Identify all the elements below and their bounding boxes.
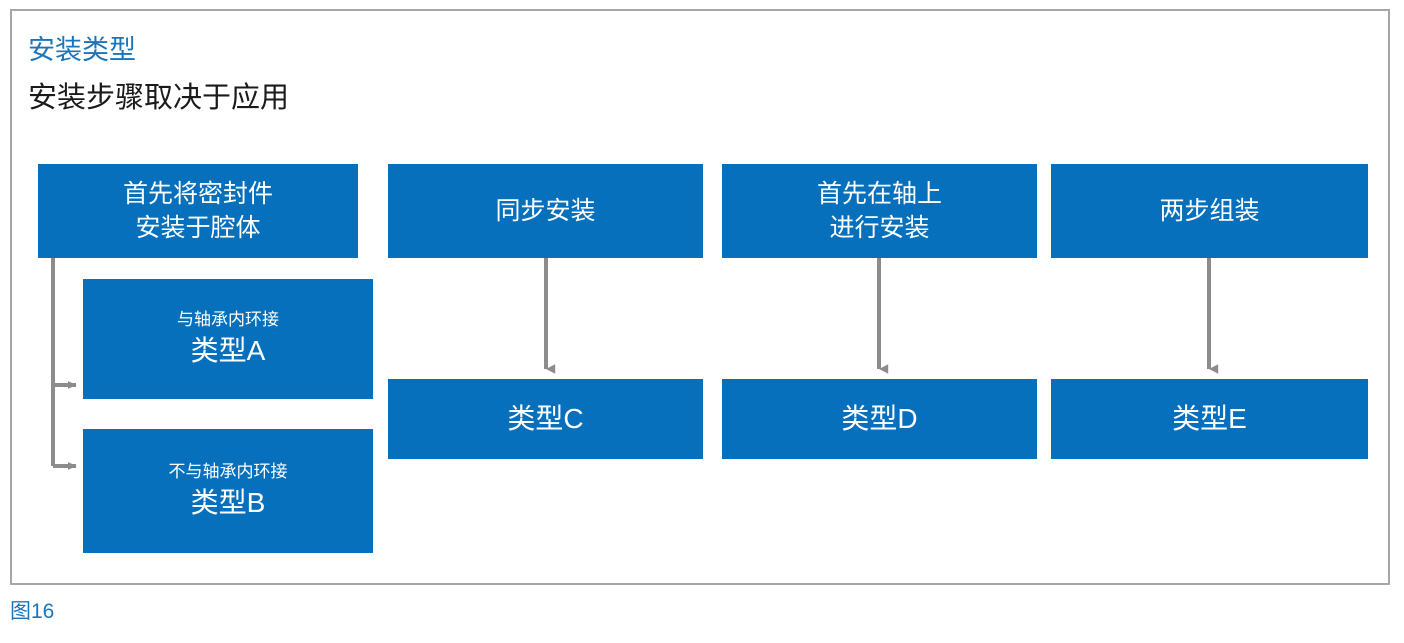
box-seal-first-line-1: 首先将密封件 [122, 180, 273, 208]
box-seal-first-line-2: 安装于腔体 [135, 214, 261, 242]
box-type-c[interactable]: 类型C [388, 379, 703, 459]
box-type-a-sub: 与轴承内环接 [177, 310, 279, 329]
box-type-d-label: 类型D [841, 403, 918, 434]
box-type-a-label: 类型A [190, 335, 266, 366]
figure-subtitle: 安装步骤取决于应用 [28, 82, 290, 114]
box-type-e[interactable]: 类型E [1051, 379, 1368, 459]
figure-caption: 图16 [10, 600, 55, 623]
box-type-c-label: 类型C [507, 403, 584, 434]
box-shaft-first-line-1: 首先在轴上 [816, 180, 942, 208]
box-type-b[interactable]: 不与轴承内环接 类型B [83, 429, 373, 553]
figure-title: 安装类型 [28, 35, 136, 65]
box-type-a[interactable]: 与轴承内环接 类型A [83, 279, 373, 399]
box-type-b-sub: 不与轴承内环接 [168, 462, 288, 481]
box-sync-install-label: 同步安装 [495, 197, 596, 225]
box-type-b-label: 类型B [190, 487, 266, 518]
box-type-d[interactable]: 类型D [722, 379, 1037, 459]
box-shaft-first-line-2: 进行安装 [829, 214, 930, 242]
box-sync-install[interactable]: 同步安装 [388, 164, 703, 258]
box-seal-first[interactable]: 首先将密封件 安装于腔体 [38, 164, 358, 258]
box-type-e-label: 类型E [1172, 403, 1247, 434]
box-two-step-label: 两步组装 [1159, 197, 1260, 225]
box-two-step[interactable]: 两步组装 [1051, 164, 1368, 258]
box-shaft-first[interactable]: 首先在轴上 进行安装 [722, 164, 1037, 258]
